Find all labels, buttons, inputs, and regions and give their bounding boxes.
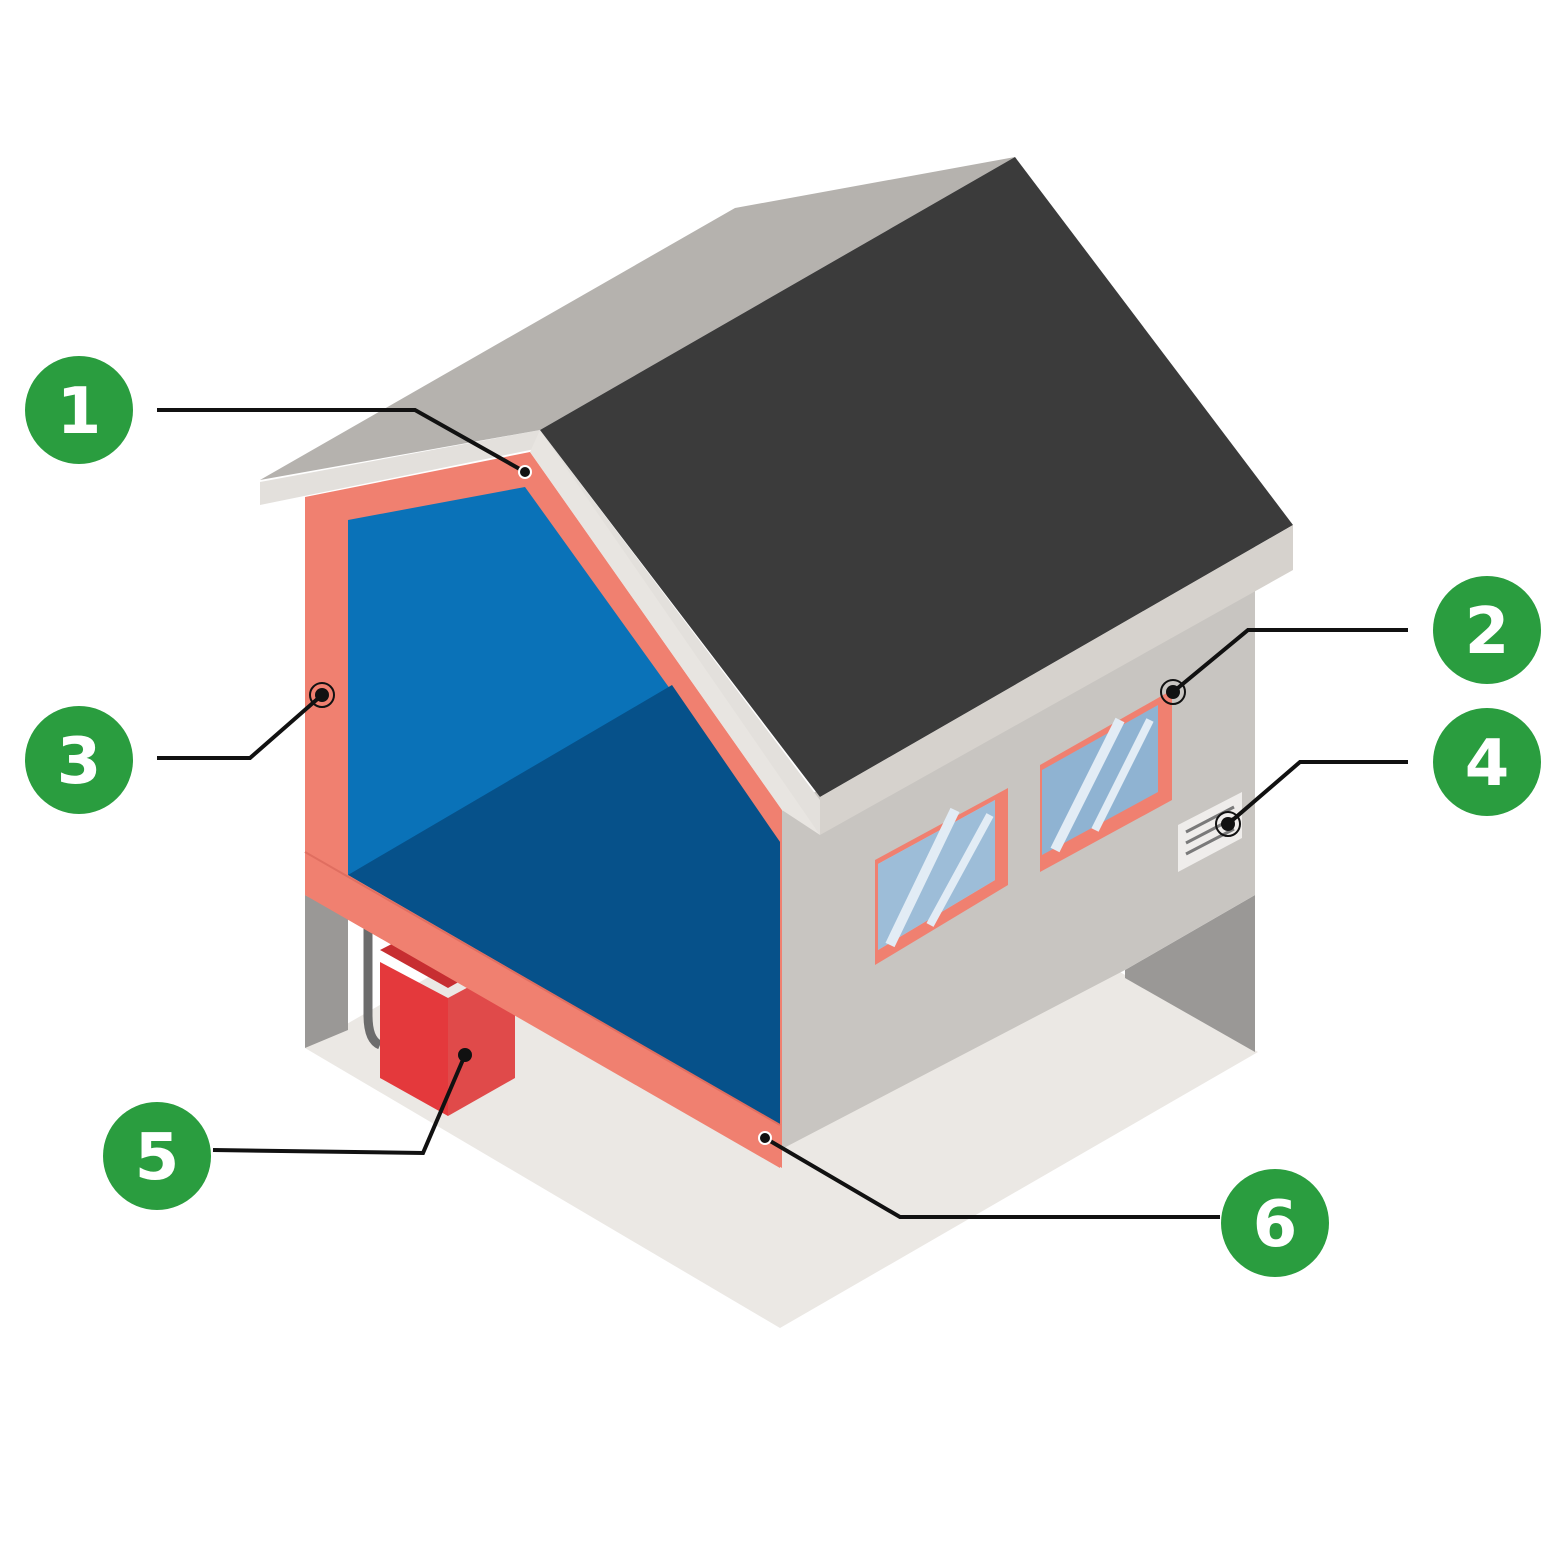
badge-number: 4 <box>1465 727 1510 801</box>
callout-badge-5: 5 <box>103 1102 211 1210</box>
dot-4 <box>1215 811 1241 837</box>
window-left <box>875 788 1008 965</box>
dot-3 <box>309 682 335 708</box>
window-frame <box>1040 690 1172 872</box>
callout-badge-2: 2 <box>1433 576 1541 684</box>
callout-badge-3: 3 <box>25 706 133 814</box>
leader-lines <box>157 408 1408 1219</box>
gable-trim-cut <box>530 430 820 835</box>
floor-insulation-band <box>305 852 780 1168</box>
badge-number: 2 <box>1465 595 1510 669</box>
badge-number: 1 <box>57 375 102 449</box>
roof-main <box>540 157 1293 797</box>
dot-2 <box>1160 679 1186 705</box>
dot-6 <box>758 1131 772 1145</box>
leader-4 <box>1226 760 1408 826</box>
callout-badge-6: 6 <box>1221 1169 1329 1277</box>
leader-2 <box>1171 628 1408 694</box>
callout-badge-1: 1 <box>25 356 133 464</box>
leader-1 <box>157 408 526 474</box>
leader-6 <box>763 1136 1220 1219</box>
badge-number: 3 <box>57 725 102 799</box>
heater-front <box>380 962 448 1116</box>
leader-5 <box>212 1054 467 1156</box>
target-dots <box>309 465 1241 1145</box>
side-wall <box>780 540 1255 1150</box>
crawlspace-left-wall <box>305 895 348 1048</box>
leader-3 <box>157 693 324 760</box>
callout-badge-4: 4 <box>1433 708 1541 816</box>
heater-pipe <box>363 925 383 1050</box>
floor-line <box>304 851 781 1126</box>
badge-number: 6 <box>1253 1188 1298 1262</box>
dot-5 <box>458 1048 472 1062</box>
dot-1 <box>518 465 532 479</box>
interior-lower <box>348 685 780 1125</box>
roof-eave <box>820 525 1293 835</box>
crawlspace-right-wall <box>1125 895 1255 1052</box>
badge-number: 5 <box>135 1121 180 1195</box>
roof-back <box>260 157 1015 480</box>
